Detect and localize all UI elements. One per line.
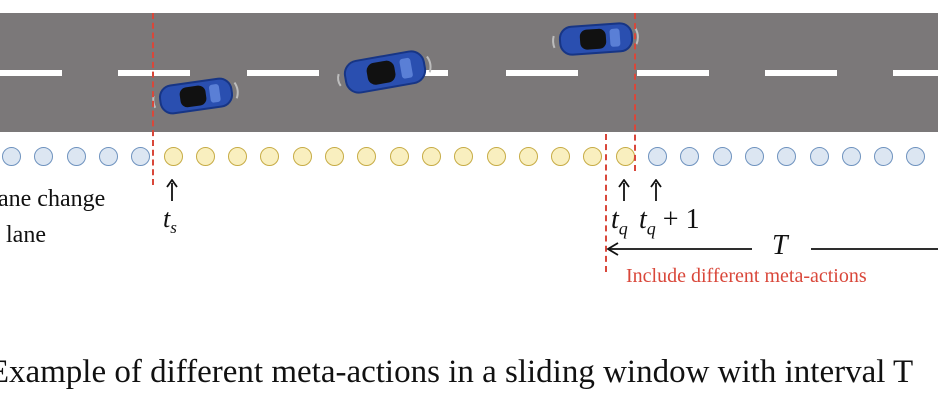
label-tq1-main: t bbox=[639, 204, 647, 235]
timeline bbox=[0, 146, 938, 172]
timestep-dot-window bbox=[615, 147, 635, 166]
label-tq1-sub: q bbox=[646, 218, 656, 239]
timestep-dot bbox=[874, 147, 894, 166]
lane-dash bbox=[247, 70, 319, 76]
label-ts-main: t bbox=[163, 204, 171, 233]
timestep-dot-window bbox=[551, 147, 571, 166]
label-tq-main: t bbox=[611, 204, 619, 235]
timestep-dot bbox=[712, 147, 732, 166]
lane-dash bbox=[893, 70, 938, 76]
figure-caption-text: e 1: Example of different meta-actions i… bbox=[0, 354, 914, 390]
timestep-dot-window bbox=[292, 147, 312, 166]
timestep-dot-window bbox=[486, 147, 506, 166]
window-start-line bbox=[152, 13, 154, 185]
timestep-dot bbox=[809, 147, 829, 166]
timestep-dot bbox=[648, 147, 667, 166]
lane-dash bbox=[637, 70, 709, 76]
arrow-up-icon bbox=[166, 179, 178, 201]
legend-line-1: ane change bbox=[0, 186, 106, 212]
timestep-dot-window bbox=[325, 147, 344, 166]
timestep-dot bbox=[66, 147, 86, 166]
window-end-line bbox=[634, 13, 636, 171]
timestep-dot-window bbox=[163, 147, 183, 166]
timestep-dot-window bbox=[357, 147, 377, 166]
timestep-dot-window bbox=[454, 147, 474, 166]
timestep-dot-window bbox=[583, 147, 603, 166]
timestep-dot-window bbox=[260, 147, 280, 166]
timestep-dot-window bbox=[389, 147, 409, 166]
timestep-dot bbox=[98, 147, 118, 166]
lane-dash bbox=[0, 70, 62, 76]
timestep-dot bbox=[680, 147, 700, 166]
label-ts: ts bbox=[163, 204, 177, 238]
timestep-dot-window bbox=[195, 147, 215, 166]
label-tq: tq bbox=[611, 204, 628, 240]
road bbox=[0, 13, 938, 132]
lane-dash bbox=[118, 70, 190, 76]
label-interval-T: T bbox=[772, 230, 788, 261]
arrow-up-icon bbox=[618, 179, 630, 201]
timestep-dot bbox=[777, 147, 797, 166]
timestep-dot bbox=[131, 147, 151, 166]
car-icon bbox=[337, 50, 432, 94]
car-icon bbox=[552, 22, 639, 56]
label-tq-plus-1: tq + 1 bbox=[639, 204, 700, 240]
timestep-dot bbox=[2, 147, 21, 166]
car-icon bbox=[152, 77, 239, 115]
legend-line-2: lane bbox=[6, 222, 46, 248]
lane-dash bbox=[506, 70, 578, 76]
interval-start-line bbox=[605, 134, 607, 272]
timestep-dot-window bbox=[518, 147, 538, 166]
figure-caption: e 1: Example of different meta-actions i… bbox=[0, 354, 938, 400]
timestep-dot bbox=[841, 147, 861, 166]
meta-actions-note: Include different meta-actions bbox=[626, 265, 867, 287]
label-ts-sub: s bbox=[170, 218, 177, 238]
timestep-dot bbox=[906, 147, 926, 166]
timestep-dot bbox=[34, 147, 54, 166]
arrow-up-icon bbox=[650, 179, 662, 201]
timestep-dot bbox=[744, 147, 764, 166]
lane-dash bbox=[765, 70, 837, 76]
interval-arrow bbox=[606, 242, 938, 256]
timestep-dot-window bbox=[421, 147, 441, 166]
label-tq-sub: q bbox=[618, 218, 628, 239]
label-tq1-suffix: + 1 bbox=[655, 204, 700, 235]
timestep-dot-window bbox=[228, 147, 248, 166]
